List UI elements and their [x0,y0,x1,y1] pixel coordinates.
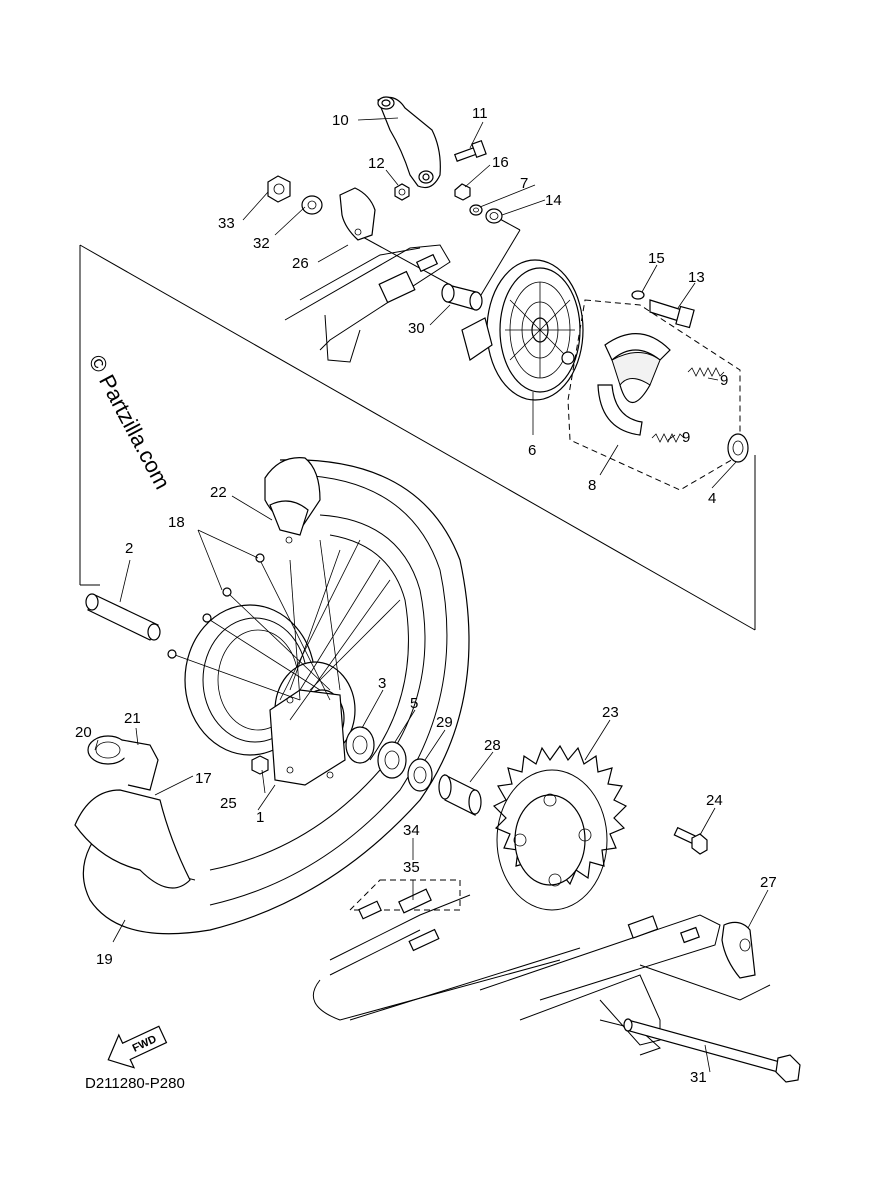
wheel-axle [623,1018,801,1083]
callout-18: 18 [168,514,185,531]
hub-bearings-left [345,726,482,816]
callout-25: 25 [220,795,237,812]
callout-33: 33 [218,215,235,232]
callout-16: 16 [492,154,509,171]
callout-10: 10 [332,112,349,129]
callout-17: 17 [195,770,212,787]
nut-12 [394,183,410,201]
spokes [167,539,401,721]
bearing-4 [727,433,749,463]
sprocket [492,744,628,911]
bolt-25 [251,755,269,775]
washers-right [454,183,503,224]
exploded-frame-lines [79,217,756,631]
callout-34: 34 [403,822,420,839]
callout-21: 21 [124,710,141,727]
return-springs [651,367,725,443]
brake-shoe-plate [461,259,584,401]
callout-8: 8 [588,477,596,494]
tube-and-valve [87,735,159,791]
spacer-2 [85,593,161,641]
diagram-code: D211280-P280 [85,1075,185,1092]
callout-35: 35 [403,859,420,876]
watermark: © Partzilla.com [84,351,176,494]
callout-20: 20 [75,724,92,741]
callout-27: 27 [760,874,777,891]
brake-shoes [597,333,671,436]
swingarm-right [284,244,451,363]
callout-19: 19 [96,951,113,968]
callout-31: 31 [690,1069,707,1086]
callout-28: 28 [484,737,501,754]
bolt-24 [673,826,708,855]
callout-3: 3 [378,675,386,692]
callout-30: 30 [408,320,425,337]
rim-band [74,789,191,889]
callout-7: 7 [520,175,528,192]
brake-arm [377,96,441,189]
brake-cam [631,290,695,329]
callout-29: 29 [436,714,453,731]
callout-9b: 9 [682,429,690,446]
callout-11: 11 [472,105,488,122]
brake-shoe-group-box [567,299,741,491]
callout-4: 4 [708,490,716,507]
collar-30 [441,283,483,311]
callout-13: 13 [688,269,705,286]
drive-chain [312,879,581,1021]
callout-23: 23 [602,704,619,721]
callout-5: 5 [410,695,418,712]
watermark-text: © Partzilla.com [84,351,176,494]
callout-32: 32 [253,235,270,252]
callout-26: 26 [292,255,309,272]
axle-nut-and-puller-right [267,175,376,241]
callout-labels: 1 2 3 4 5 6 7 8 9 9 10 11 12 13 14 15 16… [75,105,777,1086]
chain-joint [358,888,440,952]
bolt-11 [453,139,487,162]
chain-puller-left [639,921,771,1001]
leader-lines [94,117,769,1073]
callout-14: 14 [545,192,562,209]
valve-22 [269,500,309,544]
callout-6: 6 [528,442,536,459]
callout-2: 2 [125,540,133,557]
callout-1: 1 [256,809,264,826]
callout-12: 12 [368,155,385,172]
swingarm-left [479,914,721,1056]
callout-9a: 9 [720,372,728,389]
callout-15: 15 [648,250,665,267]
callout-24: 24 [706,792,723,809]
forward-arrow-icon: FWD [107,1025,168,1069]
callout-22: 22 [210,484,227,501]
